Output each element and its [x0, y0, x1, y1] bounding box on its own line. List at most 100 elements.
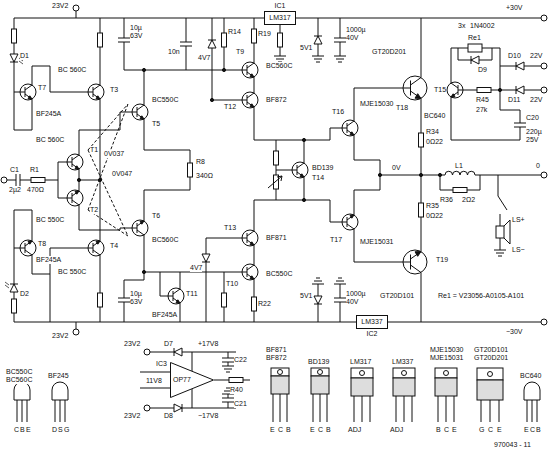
- package-pins: [17, 400, 27, 422]
- part-label: BC 560C: [58, 66, 86, 74]
- part-label: 10µ 63V: [130, 24, 152, 40]
- part-label: E: [310, 426, 315, 434]
- wire: [276, 170, 288, 171]
- wire: [180, 272, 181, 282]
- part-label: D9: [478, 66, 487, 74]
- part-label: B: [436, 426, 441, 434]
- part-label: BC 550C: [36, 216, 64, 224]
- ground-symbol: [494, 250, 506, 256]
- part-label: E: [497, 426, 502, 434]
- package-hole: [488, 372, 493, 377]
- package-pins: [396, 396, 412, 422]
- part-label: D1: [20, 52, 29, 60]
- part-label: T1: [90, 146, 98, 154]
- package-pins: [438, 396, 454, 422]
- transistor-symbol: [164, 282, 184, 310]
- transistor-symbol: [338, 114, 358, 142]
- resistor-symbol: [419, 203, 424, 217]
- capacitor-symbol: [118, 38, 130, 42]
- wire: [14, 106, 32, 130]
- part-label: B: [286, 426, 291, 434]
- part-label: BF245A: [152, 311, 177, 319]
- part-label: 0V: [392, 164, 401, 172]
- wire: [79, 212, 128, 230]
- capacitor-symbol: [514, 123, 526, 127]
- wire: [14, 92, 16, 93]
- wire: [206, 238, 207, 322]
- part-label: BF245A: [36, 110, 61, 118]
- part-label: 970043 - 11: [494, 441, 531, 449]
- part-label: 2Ω2: [462, 196, 475, 204]
- package-pins: [354, 396, 370, 422]
- capacitor-symbol: [222, 358, 234, 362]
- junction-dot: [378, 173, 381, 176]
- part-label: T3: [110, 86, 118, 94]
- part-label: BF245: [48, 372, 69, 380]
- package-hole: [318, 370, 323, 375]
- wire: [421, 18, 422, 67]
- wire: [340, 284, 341, 322]
- package-pins: [527, 400, 537, 422]
- part-label: T15: [434, 86, 446, 94]
- part-label: BF871: [266, 234, 287, 242]
- part-label: 10n: [168, 48, 180, 56]
- part-label: MJE15030: [360, 100, 393, 108]
- resistor-symbol: [252, 29, 257, 43]
- wire: [58, 198, 63, 199]
- transistor-symbol: [128, 214, 148, 242]
- part-label: BC560C: [152, 236, 178, 244]
- wire: [144, 70, 145, 98]
- terminal: [144, 405, 150, 411]
- part-label: −30V: [506, 328, 523, 336]
- transistor-symbol: [397, 67, 427, 109]
- part-label: +17V8: [198, 340, 218, 348]
- transistor-symbol: [238, 224, 258, 252]
- wire: [124, 242, 144, 322]
- capacitor-symbol: [16, 174, 20, 186]
- package-hole: [278, 370, 283, 375]
- part-label: MJE15030 MJE15031: [430, 346, 464, 362]
- part-label: BF872: [266, 96, 287, 104]
- ic-name: IC2: [357, 330, 387, 338]
- transistor-symbol: [288, 156, 308, 184]
- diode-symbol: [174, 404, 182, 412]
- package-body: [311, 376, 329, 394]
- part-label: GT20D101 GT20D201: [474, 346, 510, 362]
- transistor-symbol: [84, 78, 104, 106]
- part-label: R19: [258, 30, 271, 38]
- to92-package: [524, 382, 540, 400]
- transistor-symbol: [238, 86, 258, 114]
- wire: [100, 18, 101, 78]
- package-pins: [313, 394, 327, 422]
- part-label: T17: [330, 236, 342, 244]
- speaker-cone: [504, 220, 510, 244]
- part-label: BD139: [308, 358, 329, 366]
- ic-type: OP77: [173, 376, 191, 384]
- diode-symbol: [516, 86, 524, 94]
- part-label: LS−: [512, 246, 525, 254]
- package-pins: [481, 400, 499, 422]
- part-label: D11: [508, 96, 520, 104]
- part-label: T9: [236, 48, 244, 56]
- part-label: D7: [164, 340, 173, 348]
- transistor-symbol: [238, 258, 258, 286]
- wire: [500, 238, 501, 250]
- wire: [254, 84, 255, 86]
- junction-dot: [210, 98, 213, 101]
- package-pins: [55, 400, 65, 422]
- package-hole: [360, 371, 365, 376]
- wire: [58, 162, 63, 163]
- diode-symbol: [202, 254, 210, 262]
- part-label: BF245A: [36, 256, 61, 264]
- speaker-symbol: [496, 226, 504, 238]
- capacitor-symbol: [222, 398, 234, 402]
- resistor-symbol: [12, 29, 17, 43]
- ground-symbol: [312, 56, 324, 62]
- wire: [380, 175, 445, 176]
- part-label: GT20D201: [372, 48, 406, 56]
- transistor-symbol: [447, 76, 467, 104]
- ic-name: IC1: [265, 2, 295, 10]
- transistor-symbol: [63, 148, 83, 176]
- part-label: R34: [426, 128, 439, 136]
- part-label: D2: [20, 290, 29, 298]
